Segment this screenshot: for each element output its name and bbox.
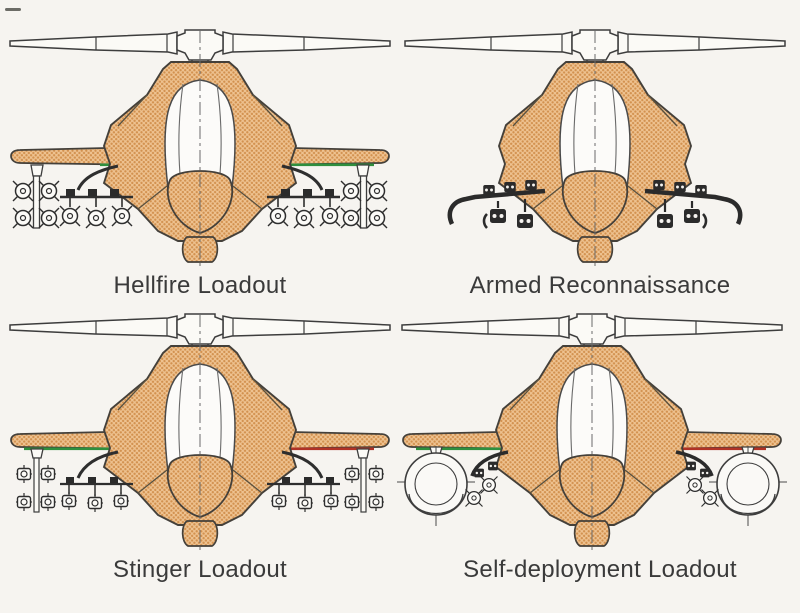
fuselage-icon xyxy=(495,313,689,551)
underwing-red-strip xyxy=(258,447,374,451)
underwing-green-strip xyxy=(24,447,142,451)
helicopter-front-view-self-deployment xyxy=(392,313,792,551)
underwing-red-strip xyxy=(650,447,766,451)
fuselage-icon xyxy=(103,313,297,551)
underwing-green-strip xyxy=(260,163,374,167)
panel-hellfire-loadout: Hellfire Loadout xyxy=(0,0,400,306)
panel-stinger-loadout: Stinger Loadout xyxy=(0,306,400,613)
helicopter-front-view-stinger xyxy=(9,313,391,551)
underwing-green-strip xyxy=(416,447,534,451)
panel-caption: Self-deployment Loadout xyxy=(463,556,737,583)
fuselage-icon xyxy=(498,29,692,267)
panel-caption: Hellfire Loadout xyxy=(113,272,287,299)
helicopter-front-view-armed-recon xyxy=(404,29,786,267)
panel-caption: Armed Reconnaissance xyxy=(469,272,731,299)
helicopter-front-view-hellfire xyxy=(9,29,391,267)
scan-artifact-mark xyxy=(5,8,21,11)
panel-armed-reconnaissance: Armed Reconnaissance xyxy=(400,0,800,306)
fuselage-icon xyxy=(103,29,297,267)
panel-caption: Stinger Loadout xyxy=(113,556,287,583)
panel-self-deployment-loadout: Self-deployment Loadout xyxy=(400,306,800,613)
